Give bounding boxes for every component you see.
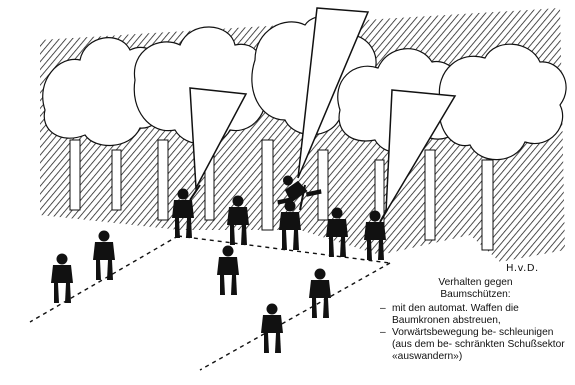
caption-title-line-2: Baumschützen: xyxy=(440,289,511,300)
caption-block: Verhalten gegen Baumschützen: mit den au… xyxy=(378,277,573,363)
fire-sector-cone xyxy=(189,87,248,191)
artist-signature: H.v.D. xyxy=(506,263,539,274)
fire-sector-cone xyxy=(385,89,457,213)
soldier-figure xyxy=(309,268,331,318)
rifles xyxy=(189,184,388,223)
caption-item: Vorwärtsbewegung be- schleunigen (aus de… xyxy=(378,327,573,363)
soldiers xyxy=(51,175,386,353)
formation-lines xyxy=(29,235,391,371)
falling-sniper-figure xyxy=(277,175,322,205)
caption-title-line-1: Verhalten gegen xyxy=(438,277,513,288)
fire-sector-cones xyxy=(189,7,457,213)
caption-item: mit den automat. Waffen die Baumkronen a… xyxy=(378,303,573,327)
fire-sector-cone xyxy=(297,7,370,179)
soldier-figure xyxy=(93,230,115,280)
tree-trunks xyxy=(69,139,494,251)
caption-list: mit den automat. Waffen die Baumkronen a… xyxy=(378,303,573,363)
soldier-figure xyxy=(261,303,283,353)
soldier-figure xyxy=(51,253,73,303)
soldier-figure xyxy=(217,245,239,295)
